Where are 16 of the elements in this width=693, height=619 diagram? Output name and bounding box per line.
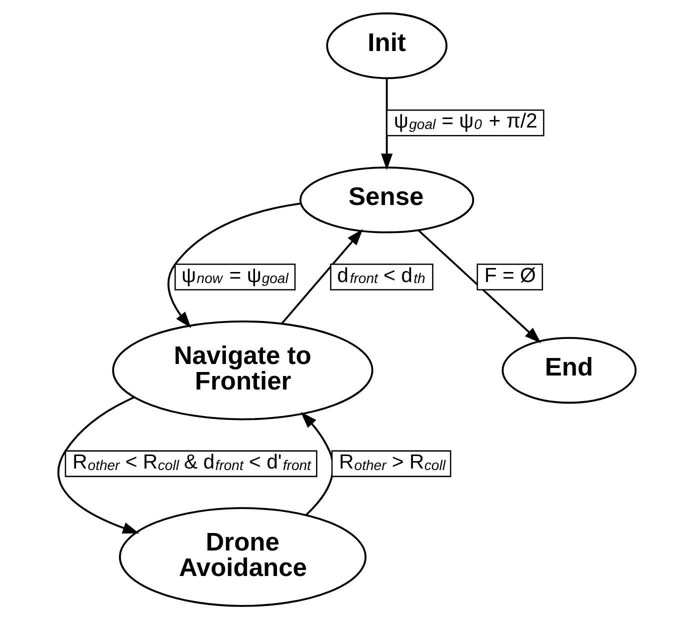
node-ellipse: End <box>501 337 636 404</box>
edge-label: Rother > Rcoll <box>338 452 445 474</box>
edge-label: ψgoal = ψ0 + π/2 <box>393 110 537 133</box>
arrow <box>380 78 392 170</box>
edge-label: F = Ø <box>484 264 536 287</box>
arrow <box>167 202 300 328</box>
node-ellipse: Drone Avoidance <box>118 507 366 607</box>
node-ellipse: Navigate to Frontier <box>112 320 373 420</box>
node-ellipse: Init <box>326 12 447 80</box>
edge-label: dfront < dth <box>336 264 425 287</box>
node-ellipse: Sense <box>298 166 474 234</box>
edge-label: Rother < Rcoll & dfront < d'front <box>72 452 310 474</box>
arrow <box>280 229 362 324</box>
arrow <box>57 396 139 534</box>
edge-label: ψnow = ψgoal <box>181 264 288 287</box>
arrow <box>300 412 334 516</box>
